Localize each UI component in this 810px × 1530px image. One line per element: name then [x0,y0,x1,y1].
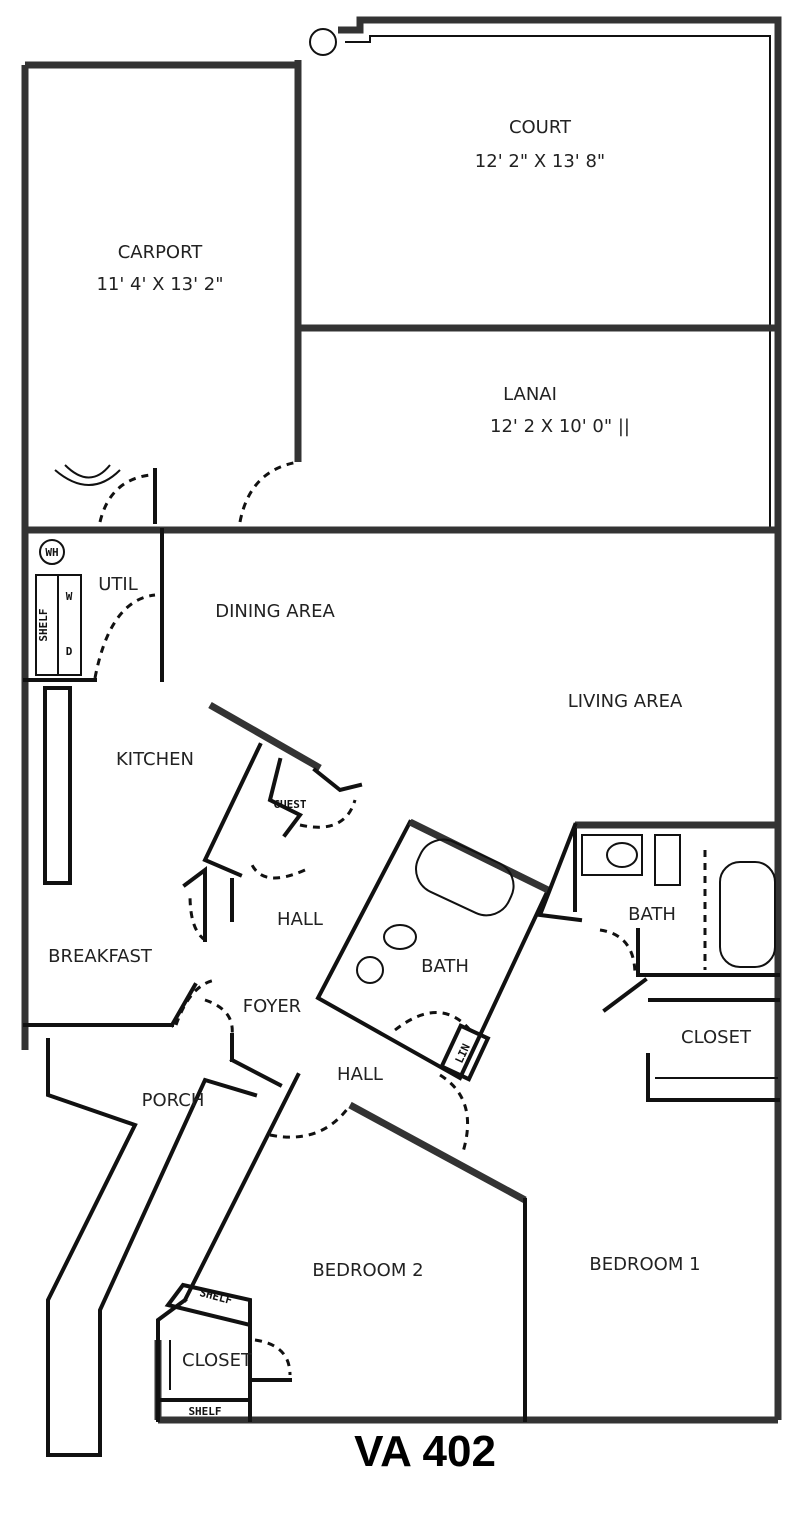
room-closet-label: CLOSET [182,1350,253,1371]
room-bedroom1-label: BEDROOM 1 [589,1254,700,1275]
toilet-icon [383,924,417,950]
room-living-label: LIVING AREA [568,691,683,712]
room-dining-label: DINING AREA [215,601,335,622]
room-bath-label: BATH [421,956,469,977]
guest-closet-label: GUEST [273,798,306,811]
room-lanai-dims: 12' 2 X 10' 0" || [490,416,630,437]
shelf-label: SHELF [198,1286,233,1307]
room-lanai-label: LANAI [503,384,557,405]
room-util-label: UTIL [98,574,138,595]
room-court-dims: 12' 2" X 13' 8" [475,151,605,172]
exterior-walls [21,16,782,1424]
room-court-label: COURT [509,117,572,138]
room-breakfast-label: BREAKFAST [48,946,153,967]
washer-label: W [66,590,73,603]
room-porch-label: PORCH [142,1090,205,1111]
water-heater-label: WH [45,546,58,559]
shelf-label: SHELF [37,608,50,641]
room-hall-label: HALL [337,1064,383,1085]
room-closet-label: CLOSET [681,1027,752,1048]
room-carport-label: CARPORT [118,242,204,263]
column-icon [309,28,337,56]
room-hall-label: HALL [277,909,323,930]
room-carport-dims: 11' 4' X 13' 2" [96,274,223,295]
bathtub-icon [415,838,515,917]
room-bath-label: BATH [628,904,676,925]
linen-label: LIN [453,1042,473,1066]
plan-title: VA 402 [354,1427,496,1476]
room-kitchen-label: KITCHEN [116,749,194,770]
dryer-label: D [66,645,73,658]
shower-icon [719,861,776,968]
sink-icon [356,956,384,984]
room-bedroom2-label: BEDROOM 2 [312,1260,423,1281]
room-foyer-label: FOYER [243,996,301,1017]
car-turn-icon [54,464,121,486]
shelf-label: SHELF [188,1405,221,1418]
toilet-icon [654,834,681,886]
